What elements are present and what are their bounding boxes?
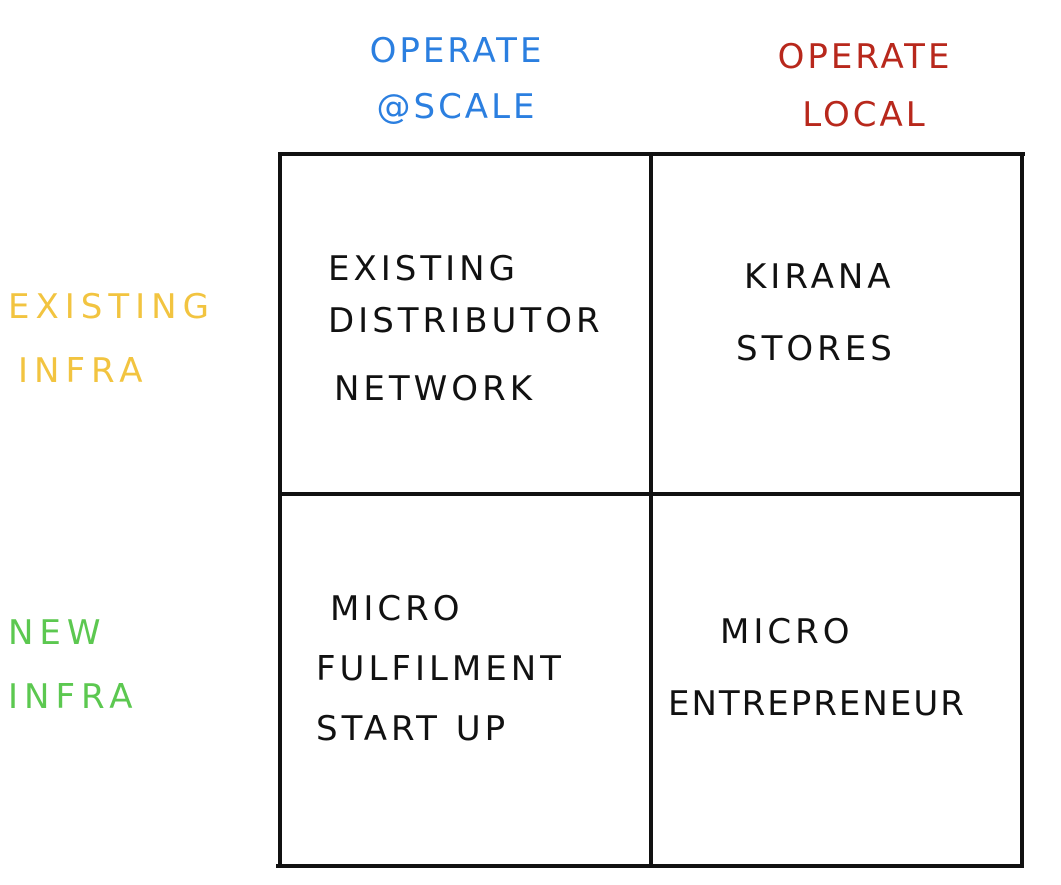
grid-divider-horizontal (279, 492, 1023, 496)
cell-text-line: FULFILMENT (316, 649, 565, 689)
row-header-line: NEW (8, 613, 107, 653)
cell-text-line: KIRANA (744, 257, 895, 297)
grid-border-left (278, 152, 282, 868)
row-header-line: INFRA (18, 351, 149, 391)
column-header-line: LOCAL (802, 95, 928, 135)
cell-text-line: STORES (736, 329, 896, 369)
column-header-line: OPERATE (777, 37, 953, 77)
cell-micro-entrepreneur: MICRO ENTREPRENEUR (668, 615, 966, 721)
cell-existing-distributor-network: EXISTING DISTRIBUTOR NETWORK (328, 252, 604, 406)
column-header-line: OPERATE (369, 31, 545, 71)
column-header-line: @SCALE (376, 87, 538, 127)
row-header-line: INFRA (8, 677, 139, 717)
cell-text-line: NETWORK (334, 369, 536, 409)
cell-text-line: START UP (316, 709, 510, 749)
cell-text-line: DISTRIBUTOR (328, 301, 604, 341)
grid-divider-vertical (649, 152, 653, 868)
cell-micro-fulfilment-startup: MICRO FULFILMENT START UP (316, 592, 565, 746)
row-header-line: EXISTING (8, 287, 215, 327)
grid-border-right (1020, 152, 1024, 868)
column-header-operate-scale: OPERATE @SCALE (352, 34, 562, 124)
column-header-operate-local: OPERATE LOCAL (770, 40, 960, 132)
cell-text-line: EXISTING (328, 249, 519, 289)
row-header-existing-infra: EXISTING INFRA (8, 290, 215, 388)
cell-text-line: ENTREPRENEUR (668, 684, 966, 724)
cell-kirana-stores: KIRANA STORES (736, 257, 896, 366)
cell-text-line: MICRO (720, 612, 854, 652)
row-header-new-infra: NEW INFRA (8, 616, 139, 714)
cell-text-line: MICRO (330, 589, 464, 629)
